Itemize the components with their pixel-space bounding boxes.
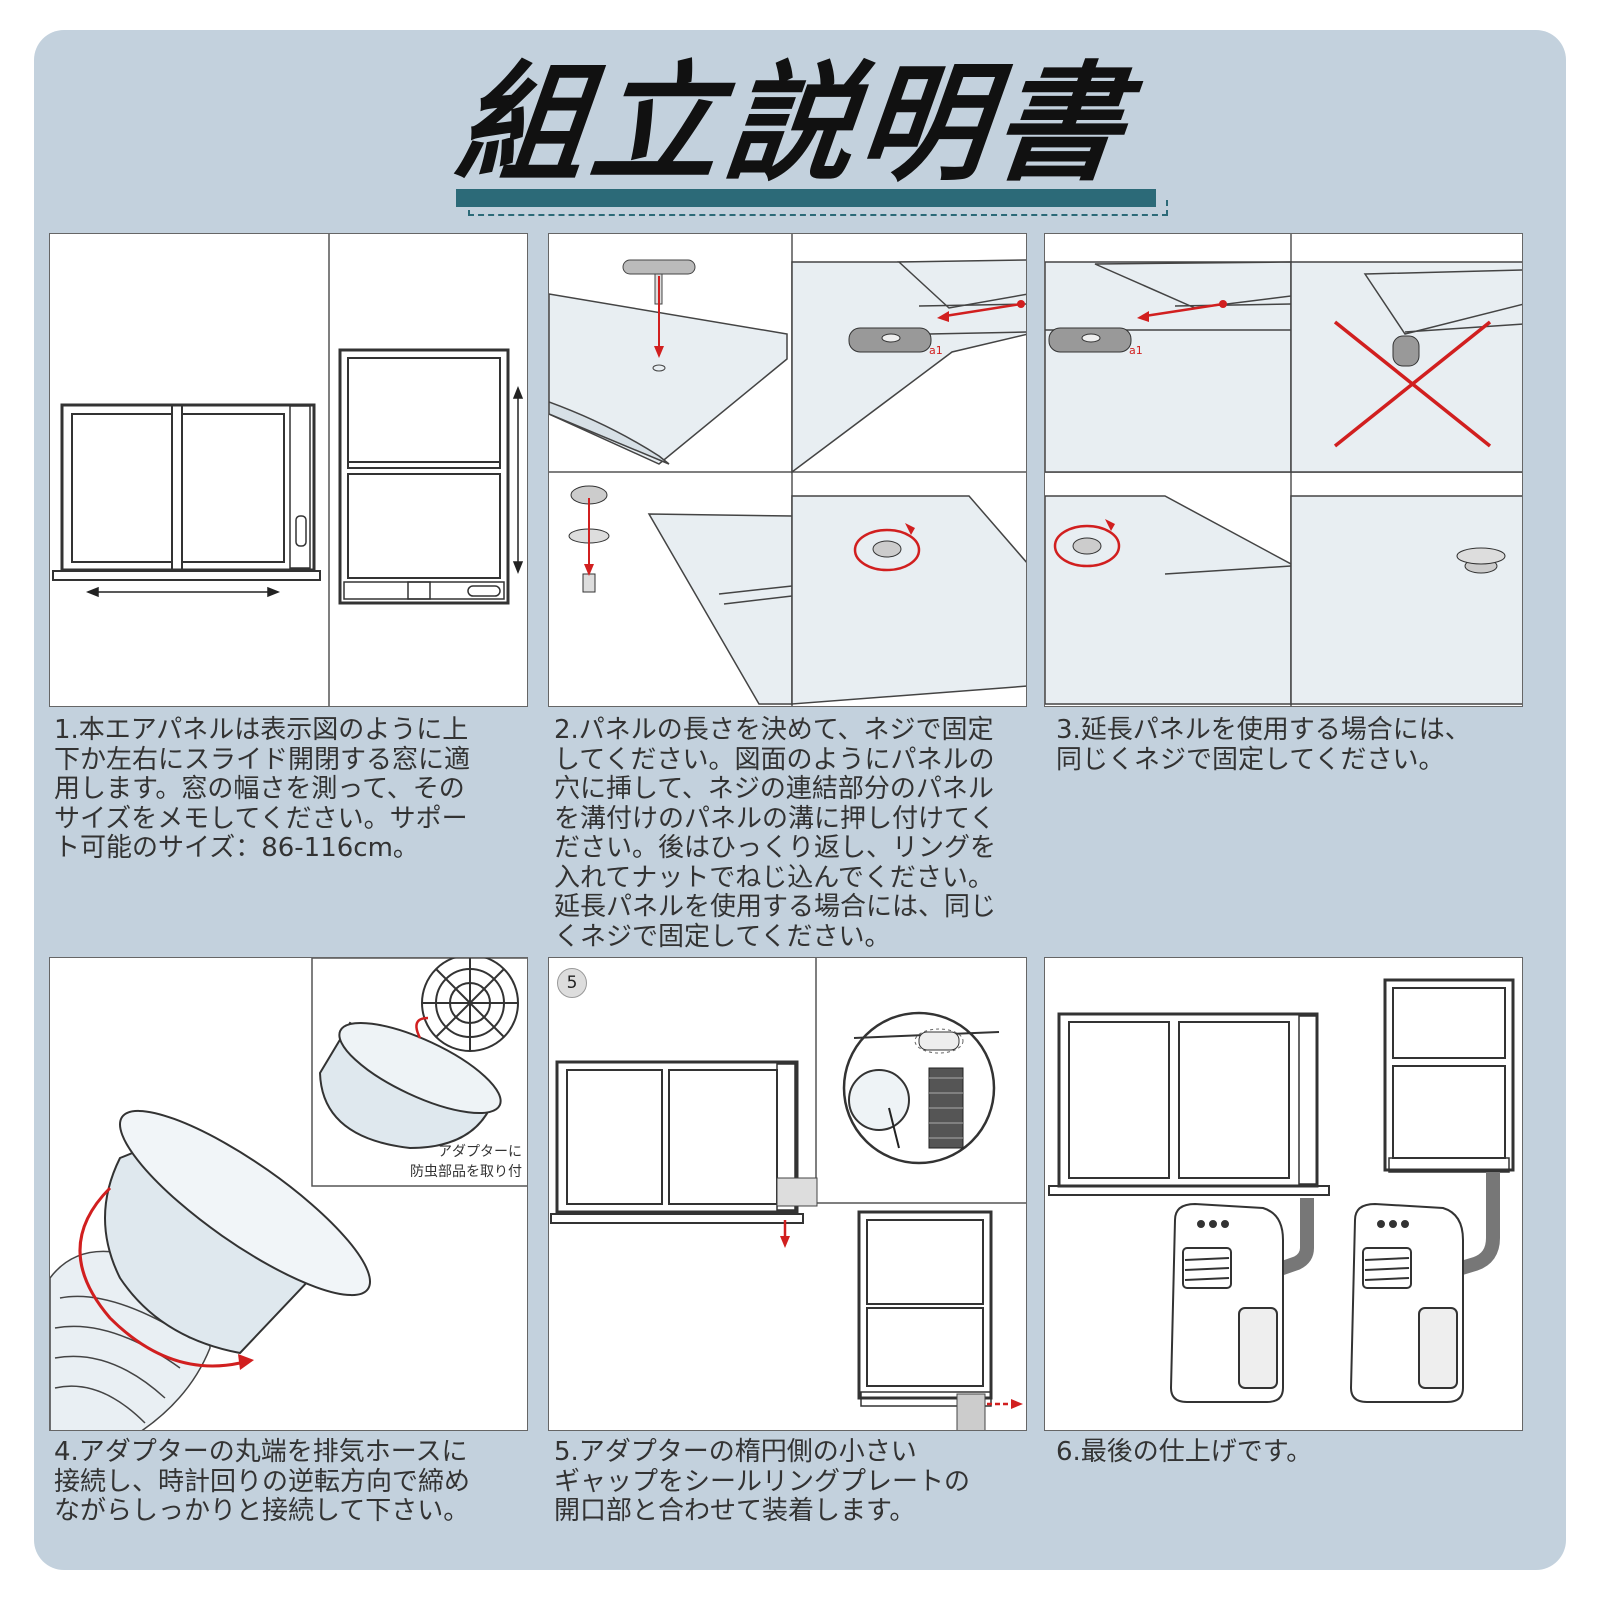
step1-illustration [49, 233, 528, 707]
inset-note-line2: 防虫部品を取り付 [410, 1164, 522, 1180]
vertical-window-with-plate [857, 1210, 993, 1407]
page-title: 組立説明書 [450, 50, 1136, 199]
wing-nut-icon [1456, 547, 1506, 574]
step6-caption: 6.最後の仕上げです。 [1056, 1437, 1313, 1467]
portable-ac-left-icon [1169, 1202, 1284, 1403]
hose-connector-icon [776, 1177, 818, 1207]
vertical-window-installed [1383, 978, 1515, 1173]
small-adapter-icon [318, 1021, 502, 1150]
extension-panel-drawing: a1 [1045, 234, 1522, 706]
marker-a1-step3: a1 [1129, 344, 1143, 357]
step1-caption: 1.本エアパネルは表示図のように上 下か左右にスライド開閉する窓に適 用します。… [54, 715, 471, 863]
title-underline-dashed [468, 200, 1168, 216]
step4-illustration: アダプターに 防虫部品を取り付 [49, 957, 528, 1431]
completed-installation-drawing [1048, 978, 1515, 1403]
rotate-arrow-icon [853, 523, 921, 572]
inset-note-line1: アダプターに [438, 1144, 522, 1160]
screw-fixing-drawing: a1 [549, 234, 1026, 706]
insect-screen-icon [421, 958, 519, 1052]
width-arrow [85, 586, 281, 598]
step5-caption: 5.アダプターの楕円側の小さい ギャップをシールリングプレートの 開口部と合わせ… [554, 1437, 971, 1526]
plate-piece-icon [1048, 327, 1132, 353]
step3-illustration: a1 [1044, 233, 1523, 707]
rotate-arrow-icon [1053, 519, 1121, 568]
seal-plate-drawing [550, 958, 1026, 1430]
sliding-window-installed [1048, 1012, 1330, 1196]
step3-caption: 3.延長パネルを使用する場合には、 同じくネジで固定してください。 [1056, 715, 1471, 775]
title-underline [456, 189, 1156, 207]
hose-left-icon [1274, 1198, 1314, 1277]
window-types-drawing [52, 234, 524, 706]
vertical-sliding-window [338, 348, 510, 605]
step5-illustration: 5 [548, 957, 1027, 1431]
step4-caption: 4.アダプターの丸端を排気ホースに 接続し、時計回りの逆転方向で締め ながらしっ… [54, 1437, 471, 1526]
window-with-plate [550, 1060, 804, 1224]
magnifier-circle [842, 1011, 1000, 1165]
wing-nut-icon [568, 485, 610, 593]
bolt-icon [622, 259, 696, 372]
marker-a1: a1 [929, 344, 943, 357]
step6-illustration [1044, 957, 1523, 1431]
hose-bottom-icon [956, 1393, 986, 1430]
adapter-hose-drawing: アダプターに 防虫部品を取り付 [50, 958, 527, 1430]
cross-mark-icon [1333, 320, 1492, 448]
hose-right-icon [1452, 1172, 1500, 1277]
height-arrow [512, 385, 524, 575]
step2-illustration: a1 [548, 233, 1027, 707]
portable-ac-right-icon [1349, 1202, 1464, 1403]
step5-badge: 5 [557, 968, 587, 998]
adapter-icon [104, 1109, 371, 1355]
horizontal-sliding-window [52, 403, 321, 581]
plate-piece-icon [848, 327, 932, 353]
step2-caption: 2.パネルの長さを決めて、ネジで固定 してください。図面のようにパネルの 穴に挿… [554, 715, 997, 952]
